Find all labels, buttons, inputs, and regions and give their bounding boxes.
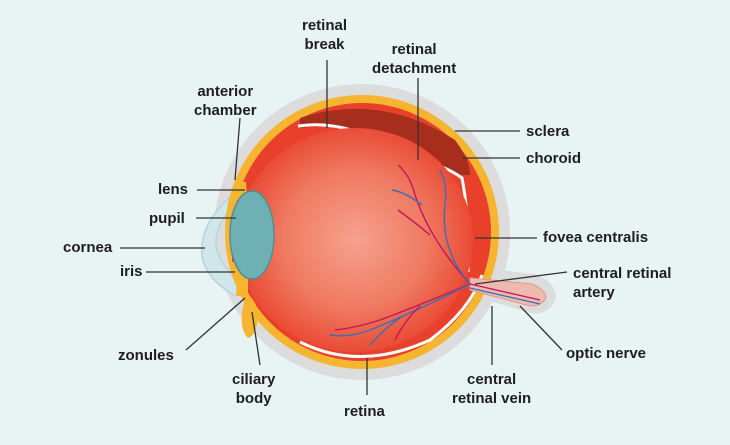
label-iris: iris <box>120 263 143 280</box>
label-retinal-detachment: retinal detachment <box>372 41 457 77</box>
label-choroid: choroid <box>526 150 581 167</box>
label-lens: lens <box>158 181 189 198</box>
lens-shape <box>229 190 275 280</box>
label-central-retinal-artery: central retinal artery <box>573 265 672 301</box>
label-zonules: zonules <box>118 347 174 364</box>
retina-line <box>299 274 484 358</box>
label-pupil: pupil <box>149 210 185 227</box>
label-cornea: cornea <box>63 239 113 256</box>
label-sclera: sclera <box>526 123 570 140</box>
label-central-retinal-vein: central retinal vein <box>452 371 532 407</box>
label-anterior-chamber: anterior chamber <box>194 83 257 119</box>
label-retina: retina <box>344 403 385 420</box>
label-retinal-break: retinal break <box>302 17 348 53</box>
leader-lines <box>120 60 568 395</box>
label-optic-nerve: optic nerve <box>566 345 647 362</box>
retinal-vessels <box>329 164 541 346</box>
label-ciliary-body: ciliary body <box>232 371 276 407</box>
label-fovea-centralis: fovea centralis <box>543 229 649 246</box>
vitreous-body <box>237 128 473 352</box>
